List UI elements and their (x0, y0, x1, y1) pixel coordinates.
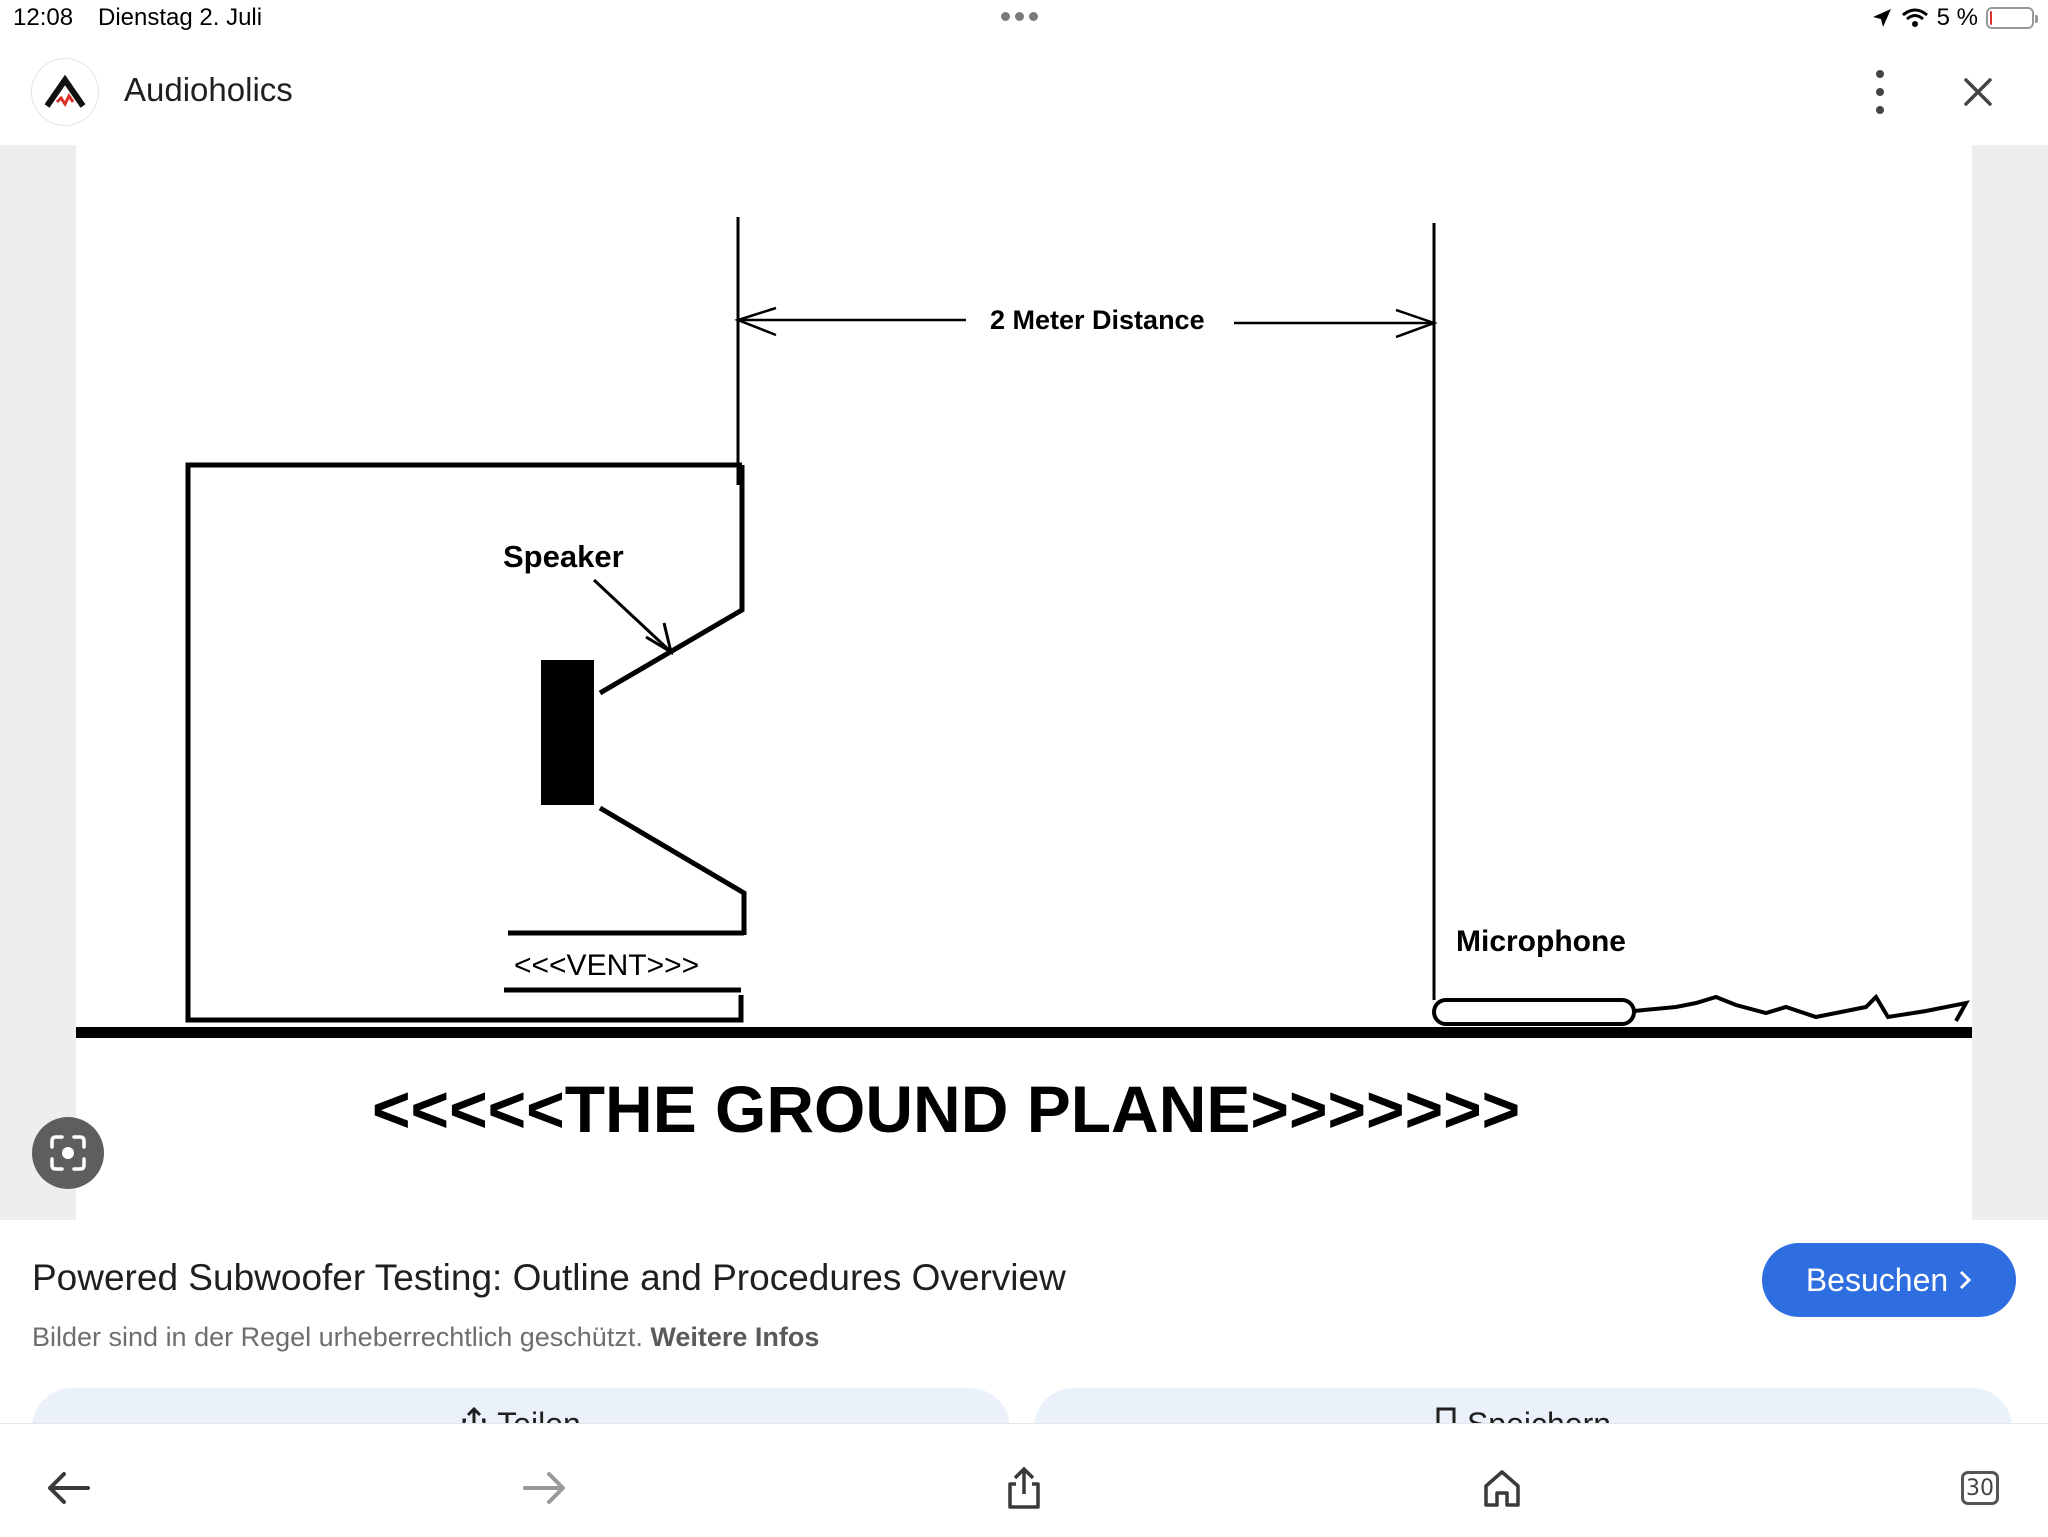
battery-fill (1990, 11, 1992, 25)
speaker-driver (541, 660, 594, 805)
site-name[interactable]: Audioholics (124, 71, 293, 108)
location-icon (1872, 9, 1891, 27)
lens-icon (50, 1135, 86, 1171)
wifi-icon (1901, 8, 1928, 27)
tabs-icon: 30 (1961, 1471, 1999, 1505)
microphone-cable (1633, 993, 1970, 1022)
status-indicators: 5 % (1871, 4, 2038, 32)
close-icon[interactable] (1958, 72, 1998, 112)
back-button[interactable] (38, 1458, 98, 1518)
speaker-label: Speaker (503, 539, 624, 574)
microphone-body (1432, 998, 1636, 1026)
distance-label: 2 Meter Distance (990, 305, 1205, 335)
share-nav-button[interactable] (994, 1458, 1054, 1518)
multitasking-dots[interactable] (1001, 8, 1043, 26)
forward-arrow-icon (523, 1472, 565, 1504)
copyright-notice: Bilder sind in der Regel urheberrechtlic… (32, 1322, 819, 1353)
vent-label: <<<VENT>>> (514, 949, 699, 982)
arrowhead-right (1395, 308, 1438, 339)
microphone-label: Microphone (1456, 925, 1626, 958)
share-icon (1008, 1467, 1040, 1509)
chevron-right-icon (1960, 1270, 1972, 1290)
visit-button-label: Besuchen (1805, 1261, 1949, 1298)
bottom-toolbar: 30 (0, 1423, 2048, 1537)
battery-icon (1986, 7, 2038, 29)
result-title[interactable]: Powered Subwoofer Testing: Outline and P… (32, 1257, 1066, 1298)
more-options-icon[interactable] (1860, 70, 1900, 114)
more-info-link[interactable]: Weitere Infos (650, 1322, 820, 1352)
battery-percent: 5 % (1936, 4, 1978, 31)
ground-plane-label: <<<<<THE GROUND PLANE>>>>>>> (372, 1072, 1520, 1146)
audioholics-logo-icon (44, 74, 86, 108)
speaker-cone-upper (598, 465, 745, 696)
back-arrow-icon (48, 1472, 90, 1504)
speaker-cone-lower (598, 805, 747, 935)
speaker-pointer (592, 578, 673, 654)
arrowhead-left (734, 306, 777, 337)
forward-button[interactable] (515, 1458, 575, 1518)
tabs-button[interactable]: 30 (1950, 1458, 2010, 1518)
status-date: Dienstag 2. Juli (98, 4, 263, 31)
copyright-text: Bilder sind in der Regel urheberrechtlic… (32, 1322, 643, 1352)
lens-search-button[interactable] (32, 1117, 104, 1189)
visit-button[interactable]: Besuchen (1762, 1243, 2016, 1317)
status-time: 12:08 (13, 4, 74, 31)
audioholics-logo[interactable] (32, 59, 98, 125)
home-icon (1484, 1470, 1520, 1507)
speaker-cabinet (185, 462, 744, 1023)
speaker-pointer-head (645, 622, 674, 656)
ground-line (76, 1027, 1972, 1038)
diagram-image: 2 Meter Distance Speaker <<<VENT>>> Micr… (76, 145, 1972, 1220)
measurement-diagram: 2 Meter Distance Speaker <<<VENT>>> Micr… (76, 217, 1972, 1146)
home-button[interactable] (1472, 1458, 1532, 1518)
